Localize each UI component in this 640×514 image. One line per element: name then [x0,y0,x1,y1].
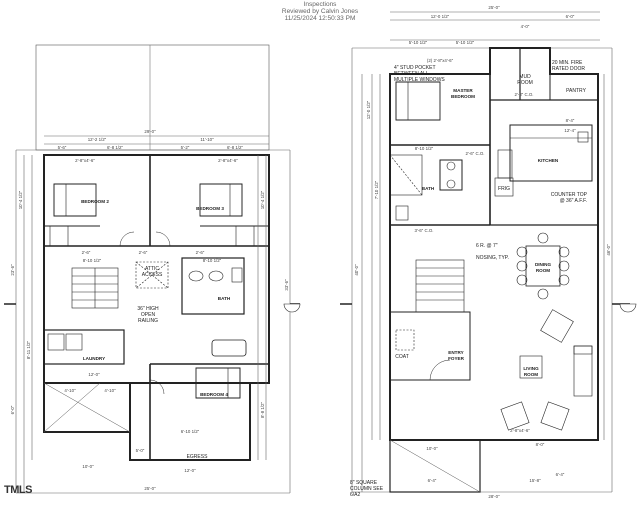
upper-dim-top-f: 6'-8 1/2" [227,145,244,150]
fire-door-note-2: RATED DOOR [552,66,585,72]
upper-dim-bottom-e: 6'-10 1/2" [181,429,200,434]
railing-note-3: RAILING [138,318,158,324]
main-dim-co4: 3'-6" C.O. [415,228,434,233]
roof-outline-upper [35,44,270,151]
upper-dim-top-total: 29'-0" [144,129,156,134]
egress-label: EGRESS [187,454,209,460]
main-dim-co1: 2'-8" C.O. [515,92,534,97]
main-dim-top-b: 6'-0" [566,14,575,19]
upper-dim-mid-c: 2'-6" [196,250,205,255]
stair-note-1: 6 R. @ 7" [476,243,498,249]
room-living-2: ROOM [524,372,538,377]
upper-dim-bottom-a: 12'-0" [184,468,196,473]
room-coat: COAT [395,354,409,360]
main-dim-bottom-b: 15'-8" [529,478,541,483]
attic-access-label-2: ACCESS [142,272,163,278]
stud-note-1: 4" STUD POCKET [394,65,436,71]
upper-dim-mid-a: 2'-6" [82,250,91,255]
railing-note-2: OPEN [141,312,156,318]
room-kitchen: KITCHEN [538,158,559,163]
stud-note-2: BETWEEN ALL [394,71,429,77]
room-entry-1: ENTRY [448,350,463,355]
upper-window-left: 2'-8"x4'-6" [75,158,95,163]
upper-dim-stair: 12'-0" [88,372,100,377]
upper-dim-mid-e: 8'-10 1/2" [203,258,222,263]
main-dim-k1: 8'-4" [566,118,575,123]
room-bedroom-4: BEDROOM 4 [200,392,228,397]
room-upper-bath: BATH [218,296,231,301]
main-dim-bottom-d: 8'-0" [536,442,545,447]
upper-dim-top-e: 5'-2" [181,145,190,150]
room-bedroom-2: BEDROOM 2 [81,199,109,204]
upper-dim-right-b: 33'-6" [284,279,289,291]
upper-window-right: 2'-8"x4'-6" [218,158,238,163]
main-dim-porch: 2'-8"x4'-6" [510,428,530,433]
attic-access-label-1: ATTIC [145,266,159,272]
upper-dim-left-b: 23'-6" [10,264,15,276]
main-dim-left-a: 12'-0 1/2" [366,100,371,119]
main-dim-top-d: 5'-10 1/2" [456,40,475,45]
mls-watermark: TMLS [4,484,32,496]
main-dim-left-b: 7'-10 1/2" [374,180,379,199]
main-dim-co3: 2'-6" C.O. [466,151,485,156]
room-pantry: PANTRY [566,88,586,94]
main-dim-right-total: 46'-0" [606,244,611,256]
main-dim-top-c: 5'-10 1/2" [409,40,428,45]
railing-note-1: 36" HIGH [137,306,159,312]
upper-dim-bottom-b: 10'-0" [82,464,94,469]
room-mud-1: MUD [519,74,531,80]
fridge-label: FRIG [498,186,510,192]
stud-note-3: MULTIPLE WINDOWS [394,77,445,83]
room-master-2: BEDROOM [451,94,475,99]
upper-dim-top-a: 12'-2 1/2" [88,137,107,142]
upper-dim-lr-a: 6'-0" [10,405,15,414]
main-dim-top-a: 12'-0 1/2" [431,14,450,19]
room-bedroom-3: BEDROOM 3 [196,206,224,211]
upper-dim-left-c: 8'-11 1/2" [26,340,31,359]
column-note-2: COLUMN SEE [350,486,384,492]
upper-dim-bottom-total: 25'-0" [144,486,156,491]
upper-dim-bottom-d: 4'-10" [104,388,116,393]
column-note-1: 8" SQUARE [350,480,378,486]
room-living-1: LIVING [523,366,539,371]
main-dim-bottom-total: 28'-0" [488,494,500,499]
header-line-3: 11/25/2024 12:50:33 PM [284,15,356,22]
upper-dim-mid-b: 2'-6" [139,250,148,255]
column-note-3: 6/A2 [350,492,361,498]
room-mud-2: ROOM [517,80,533,86]
main-dim-k2: 12'-4" [564,128,576,133]
upper-dim-bottom-f: 5'-0" [136,448,145,453]
upper-exterior-wall [43,154,270,384]
main-dim-top-total: 25'-0" [488,5,500,10]
upper-dim-mid-d: 8'-10 1/2" [83,258,102,263]
upper-dim-left-a: 10'-4 1/2" [18,190,23,209]
main-dim-bottom-c: 6'-4" [428,478,437,483]
room-laundry: LAUNDRY [83,356,105,361]
upper-dim-top-b: 11'-10" [200,137,214,142]
main-window: (2) 2'-8"x4'-6" [427,58,454,63]
room-dining-2: ROOM [536,268,550,273]
upper-dim-lr-b: 8'-8 1/2" [260,402,265,419]
main-dim-top-e: 4'-0" [521,24,530,29]
stair-note-2: NOSING, TYP. [476,255,509,261]
counter-note-1: COUNTER TOP [551,192,588,198]
room-master-1: MASTER [453,88,473,93]
main-dim-left-total: 40'-0" [354,264,359,276]
counter-note-2: @ 36" A.F.F. [560,198,587,204]
upper-dim-top-d: 6'-8 1/2" [107,145,124,150]
main-dim-bottom-a: 10'-0" [426,446,438,451]
header-line-1: Inspections [303,1,337,8]
room-main-bath: BATH [422,186,435,191]
upper-dim-bottom-c: 4'-10" [64,388,76,393]
upper-dim-top-c: 5'-6" [58,145,67,150]
room-entry-2: FOYER [448,356,465,361]
main-dim-co2: 8'-10 1/2" [415,146,434,151]
main-dim-bottom-e: 6'-4" [556,472,565,477]
header-line-2: Reviewed by Calvin Jones [281,8,359,15]
room-dining-1: DINING [535,262,552,267]
fire-door-note-1: 20 MIN. FIRE [552,60,583,66]
upper-dim-right-a: 10'-4 1/2" [260,190,265,209]
